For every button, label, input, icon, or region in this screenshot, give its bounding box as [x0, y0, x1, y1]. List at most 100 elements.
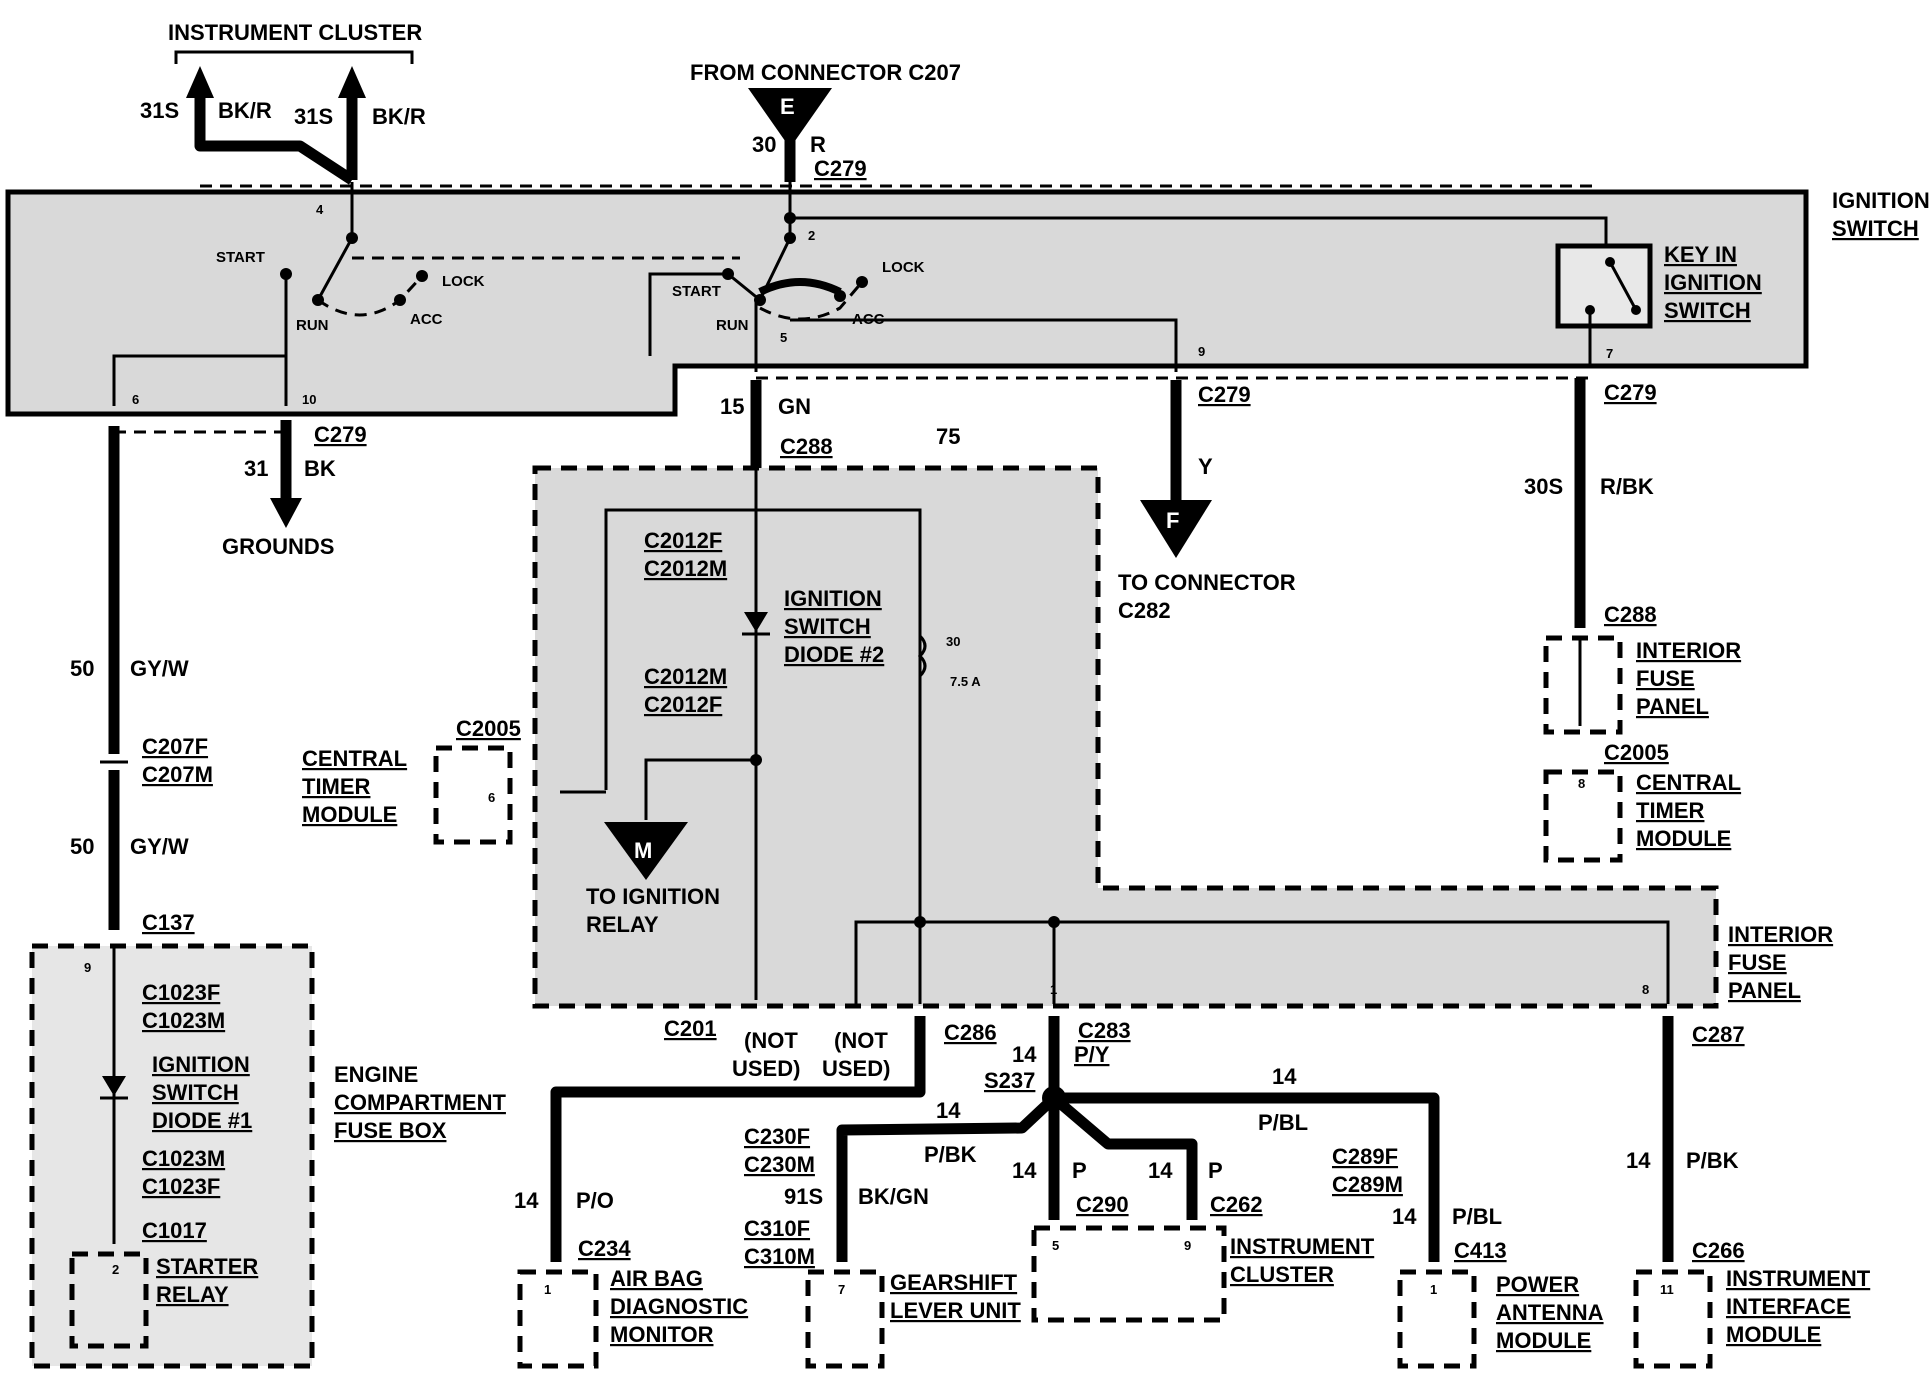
instrument-cluster-label-1: INSTRUMENT [1230, 1234, 1375, 1259]
node [722, 268, 734, 280]
wire-31s-right-circuit: 31S [294, 104, 333, 129]
connector-c1023m-bottom: C1023M [142, 1146, 225, 1171]
wire-pbk-left-color: P/BK [924, 1142, 977, 1167]
interior-fuse-lower-label-3: PANEL [1728, 978, 1801, 1003]
node [754, 294, 766, 306]
fuse-amp: 7.5 A [950, 674, 981, 689]
switch-left-lock-label: LOCK [442, 273, 485, 290]
instrument-cluster-bracket [174, 50, 414, 64]
instrument-cluster-top-label: INSTRUMENT CLUSTER [168, 20, 422, 45]
pin-5: 5 [780, 330, 787, 345]
connector-c1023m-top: C1023M [142, 1008, 225, 1033]
instrument-interface-label-1: INSTRUMENT [1726, 1266, 1871, 1291]
to-connector-label-1: TO CONNECTOR [1118, 570, 1296, 595]
pin-9-switch: 9 [1198, 344, 1205, 359]
connector-c279-top: C279 [814, 156, 867, 181]
engine-compartment-fuse-box [29, 943, 315, 1369]
connector-c266: C266 [1692, 1238, 1745, 1263]
wire-31s-left [194, 96, 356, 185]
ignition-switch-label-1: IGNITION [1832, 188, 1930, 213]
wire-p2-circuit: 14 [1148, 1158, 1173, 1183]
connector-c2012f-top: C2012F [644, 528, 722, 553]
switch-right-9 [790, 318, 1178, 372]
ignition-switch-label-2: SWITCH [1832, 216, 1919, 241]
to-ignition-relay-label-2: RELAY [586, 912, 659, 937]
connector-c279-left: C279 [314, 422, 367, 447]
wire-30s-circuit: 30S [1524, 474, 1563, 499]
diode-2-label-1: IGNITION [784, 586, 882, 611]
pin-10-switch: 10 [302, 392, 316, 407]
switch-left-start-label: START [216, 249, 265, 266]
connector-c2012f-bottom: C2012F [644, 692, 722, 717]
connector-c230m: C230M [744, 1152, 815, 1177]
node [856, 276, 868, 288]
node [750, 754, 762, 766]
switch-right-run-label: RUN [716, 317, 749, 334]
switch-left-6 [112, 354, 286, 406]
starter-relay-label-2: RELAY [156, 1282, 229, 1307]
switch-right-lock-label: LOCK [882, 259, 925, 276]
pin-11-interface: 11 [1660, 1282, 1674, 1297]
pin-2: 2 [808, 228, 815, 243]
wire-pbl-circuit: 14 [1272, 1064, 1297, 1089]
diode-1-label-2: SWITCH [152, 1080, 239, 1105]
wire-50-lower-circuit: 50 [70, 834, 94, 859]
connector-e-letter: E [780, 94, 795, 119]
pin-6-timer-left: 6 [488, 790, 495, 805]
switch-right-acc-label: ACC [852, 311, 885, 328]
splice-s237-label: S237 [984, 1068, 1035, 1093]
switch-left-run-label: RUN [296, 317, 329, 334]
airbag-label-3: MONITOR [610, 1322, 714, 1347]
engine-fuse-label-3: FUSE BOX [334, 1118, 447, 1143]
wire-pbl-lower-color: P/BL [1452, 1204, 1502, 1229]
diode-2-label-3: DIODE #2 [784, 642, 884, 667]
not-used-1-line-2: USED) [732, 1056, 800, 1081]
interior-fuse-panel-outline [532, 465, 1719, 1009]
interior-fuse-panel-right-box [1543, 635, 1623, 735]
wire-30-color: R [810, 132, 826, 157]
wire-pbk-right-circuit: 14 [1626, 1148, 1651, 1173]
wire-15-circuit: 15 [720, 394, 744, 419]
fuse-30-symbol [917, 634, 927, 678]
switch-right-2 [790, 216, 1608, 246]
interior-fuse-lower-label-1: INTERIOR [1728, 922, 1833, 947]
engine-fuse-label-1: ENGINE [334, 1062, 418, 1087]
wire-91s-circuit: 91S [784, 1184, 823, 1209]
wire-31-circuit: 31 [244, 456, 268, 481]
wire-31s-left-circuit: 31S [140, 98, 179, 123]
wire-pbk-left [836, 1093, 1058, 1262]
pin-8-bus: 8 [1642, 982, 1649, 997]
wire-75-circuit: 75 [936, 424, 960, 449]
connector-c201: C201 [664, 1016, 717, 1041]
wire-p1-circuit: 14 [1012, 1158, 1037, 1183]
wire-pbk-left-circuit: 14 [936, 1098, 961, 1123]
connector-c289m: C289M [1332, 1172, 1403, 1197]
airbag-label-1: AIR BAG [610, 1266, 703, 1291]
connector-c286: C286 [944, 1020, 997, 1045]
node [1048, 916, 1060, 928]
connector-c413: C413 [1454, 1238, 1507, 1263]
key-in-label-3: SWITCH [1664, 298, 1751, 323]
to-ignition-relay-line [644, 758, 756, 820]
wire-31-color: BK [304, 456, 336, 481]
connector-f-letter: F [1166, 508, 1179, 533]
pin-1-antenna: 1 [1430, 1282, 1437, 1297]
arrow-31s-left [186, 66, 214, 98]
power-antenna-label-2: ANTENNA [1496, 1300, 1604, 1325]
node [914, 916, 926, 928]
wire-p1-color: P [1072, 1158, 1087, 1183]
connector-c287: C287 [1692, 1022, 1745, 1047]
gearshift-label-1: GEARSHIFT [890, 1270, 1018, 1295]
gearshift-lever-box [805, 1269, 885, 1369]
instrument-interface-label-2: INTERFACE [1726, 1294, 1851, 1319]
wire-po [550, 1016, 926, 1262]
gearshift-label-2: LEVER UNIT [890, 1298, 1021, 1323]
interior-fuse-right-label-3: PANEL [1636, 694, 1709, 719]
central-timer-right-label-2: TIMER [1636, 798, 1705, 823]
wire-91s-color: BK/GN [858, 1184, 929, 1209]
wire-po-circuit: 14 [514, 1188, 539, 1213]
power-antenna-label-1: POWER [1496, 1272, 1579, 1297]
wire-pbl-color: P/BL [1258, 1110, 1308, 1135]
connector-c1023f-top: C1023F [142, 980, 220, 1005]
connector-c207m: C207M [142, 762, 213, 787]
